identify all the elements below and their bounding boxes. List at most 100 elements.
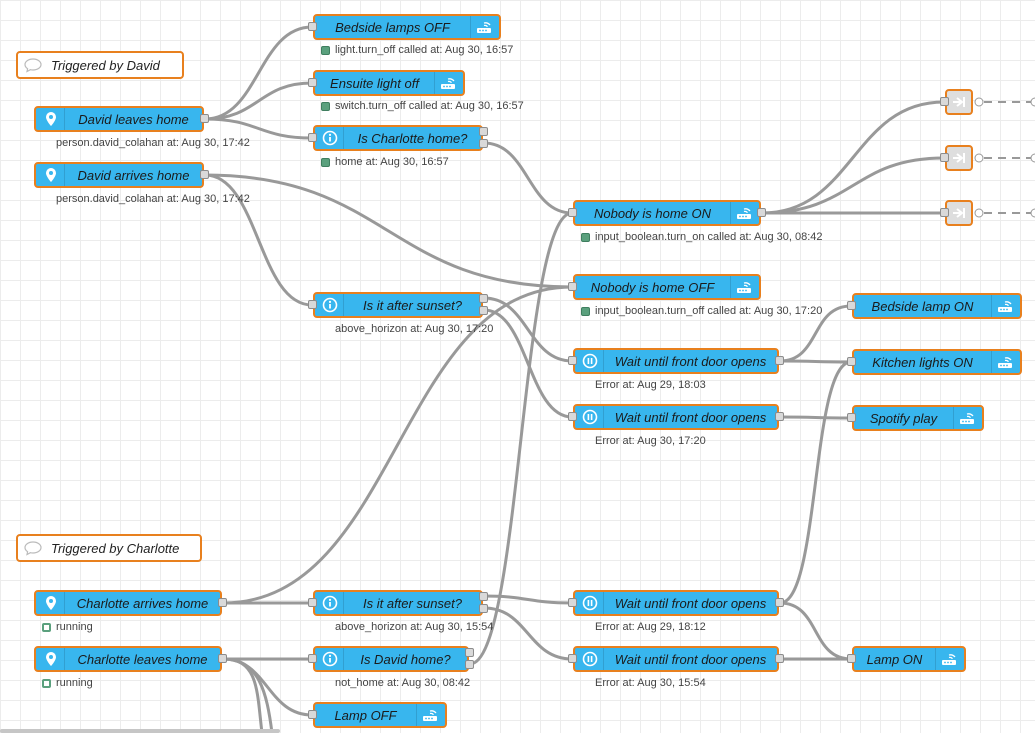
wire[interactable] [483,141,573,215]
home-assistant-service-icon [434,72,461,94]
wire[interactable] [483,594,573,605]
output-port[interactable] [775,598,784,607]
input-port[interactable] [568,356,577,365]
flow-node-david-leaves[interactable]: David leaves home [34,106,204,132]
output-port[interactable] [775,356,784,365]
input-port[interactable] [847,654,856,663]
output-port[interactable] [218,598,227,607]
node-label: Kitchen lights ON [872,354,973,370]
flow-node-after-sunset-1[interactable]: Is it after sunset? [313,292,483,318]
status-indicator-icon [581,679,590,688]
horizontal-scrollbar[interactable] [0,729,280,733]
input-port[interactable] [308,598,317,607]
input-port[interactable] [308,22,317,31]
input-port[interactable] [568,654,577,663]
comment-icon [23,540,43,556]
flow-node-charlotte-leaves[interactable]: Charlotte leaves home [34,646,222,672]
link-out-node[interactable] [945,200,973,226]
flow-node-wait-door-4[interactable]: Wait until front door opens [573,646,779,672]
output-port[interactable] [465,648,474,657]
wire[interactable] [761,156,945,215]
wire[interactable] [223,657,264,733]
input-port[interactable] [568,208,577,217]
flow-node-is-charlotte-home[interactable]: Is Charlotte home? [313,125,483,151]
output-port[interactable] [479,592,488,601]
node-label: Wait until front door opens [614,651,767,667]
flow-node-wait-door-3[interactable]: Wait until front door opens [573,590,779,616]
output-port[interactable] [218,654,227,663]
wire[interactable] [779,304,852,363]
comment-label: Triggered by David [51,57,160,73]
comment-node[interactable]: Triggered by David [16,51,184,79]
flow-node-david-arrives[interactable]: David arrives home [34,162,204,188]
input-port[interactable] [940,208,949,217]
flow-node-nobody-off[interactable]: Nobody is home OFF [573,274,761,300]
wire[interactable] [469,211,573,666]
wire[interactable] [779,359,852,364]
output-port[interactable] [465,660,474,669]
input-port[interactable] [308,133,317,142]
flow-node-wait-door-2[interactable]: Wait until front door opens [573,404,779,430]
output-port[interactable] [757,208,766,217]
input-port[interactable] [940,97,949,106]
flow-node-ensuite-off[interactable]: Ensuite light off [313,70,465,96]
wire[interactable] [761,100,945,215]
node-status: above_horizon at: Aug 30, 17:20 [321,323,493,335]
flow-node-wait-door-1[interactable]: Wait until front door opens [573,348,779,374]
home-assistant-service-icon [416,704,443,726]
wire[interactable] [483,308,573,419]
output-port[interactable] [479,294,488,303]
output-port[interactable] [775,412,784,421]
output-port[interactable] [200,170,209,179]
input-port[interactable] [847,413,856,422]
input-port[interactable] [568,282,577,291]
input-port[interactable] [940,153,949,162]
status-indicator-icon [321,157,330,167]
flow-node-is-david-home[interactable]: Is David home? [313,646,469,672]
node-status: home at: Aug 30, 16:57 [321,156,449,168]
wire[interactable] [204,117,313,140]
wire[interactable] [779,601,852,661]
home-assistant-service-icon [730,202,757,224]
input-port[interactable] [308,710,317,719]
wire[interactable] [204,25,313,121]
input-port[interactable] [308,654,317,663]
flow-node-charlotte-arrives[interactable]: Charlotte arrives home [34,590,222,616]
comment-node[interactable]: Triggered by Charlotte [16,534,202,562]
output-port[interactable] [479,139,488,148]
wire[interactable] [483,296,573,363]
flow-node-nobody-on[interactable]: Nobody is home ON [573,200,761,226]
flow-node-bedside-on[interactable]: Bedside lamp ON [852,293,1022,319]
input-port[interactable] [847,301,856,310]
input-port[interactable] [308,78,317,87]
flow-node-lamp-on[interactable]: Lamp ON [852,646,966,672]
flow-node-kitchen-on[interactable]: Kitchen lights ON [852,349,1022,375]
input-port[interactable] [847,357,856,366]
output-port[interactable] [775,654,784,663]
node-status: not_home at: Aug 30, 08:42 [321,677,470,689]
wire[interactable] [483,606,573,661]
flow-node-spotify[interactable]: Spotify play [852,405,984,431]
wire[interactable] [779,360,852,605]
flow-node-bedside-off[interactable]: Bedside lamps OFF [313,14,501,40]
output-port[interactable] [479,306,488,315]
link-out-node[interactable] [945,89,973,115]
wire[interactable] [204,173,313,307]
output-port[interactable] [200,114,209,123]
input-port[interactable] [308,300,317,309]
link-out-node[interactable] [945,145,973,171]
flow-node-after-sunset-2[interactable]: Is it after sunset? [313,590,483,616]
status-indicator-icon [581,381,590,390]
flow-node-lamp-off[interactable]: Lamp OFF [313,702,447,728]
node-label: Is it after sunset? [363,595,462,611]
input-port[interactable] [568,412,577,421]
wire[interactable] [779,415,852,420]
wire[interactable] [204,173,573,289]
wire[interactable] [222,657,313,717]
status-indicator-icon [581,623,590,632]
output-port[interactable] [479,604,488,613]
input-port[interactable] [568,598,577,607]
output-port[interactable] [479,127,488,136]
wire[interactable] [204,81,313,121]
